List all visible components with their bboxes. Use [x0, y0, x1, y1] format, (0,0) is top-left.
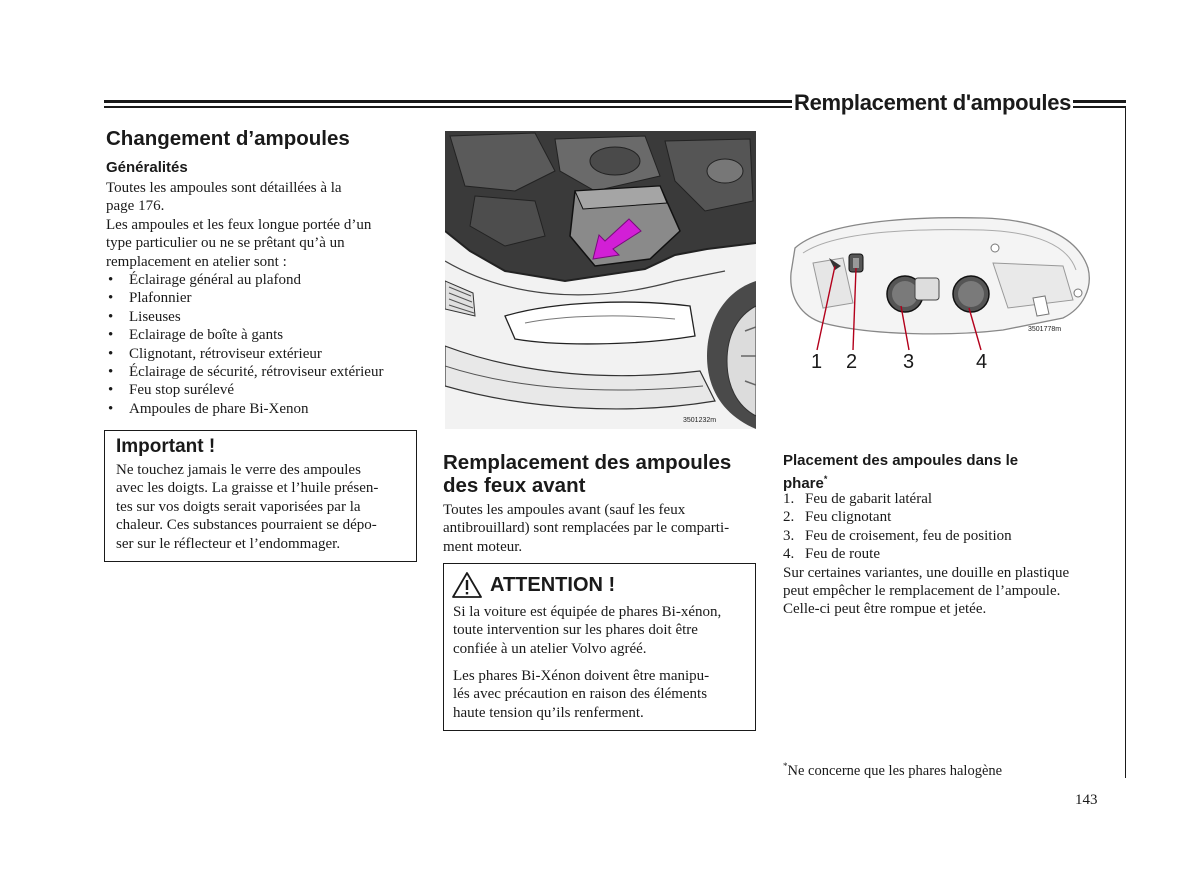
engine-bay-illustration: [445, 131, 756, 429]
note-line: Sur certaines variantes, une douille en …: [783, 564, 1070, 581]
list-item: Eclairage de boîte à gants: [106, 326, 416, 345]
left-intro: Toutes les ampoules sont détaillées à la…: [106, 179, 416, 419]
headlamp-figure: 3501778m 1 2 3 4: [783, 208, 1103, 380]
warning-triangle-icon: [452, 572, 482, 598]
attention-line: haute tension qu’ils renferment.: [453, 704, 644, 721]
figure-code: 3501232m: [683, 417, 717, 424]
important-title: Important !: [116, 436, 216, 457]
headlamp-illustration: [790, 217, 1090, 351]
title-line: Placement des ampoules dans le: [783, 452, 1019, 469]
right-body: 1.Feu de gabarit latéral 2.Feu clignotan…: [783, 490, 1103, 619]
callout-1: 1: [811, 351, 823, 373]
attention-text-2: Les phares Bi-Xénon doivent être manipu-…: [453, 667, 751, 722]
intro-line: type particulier ou ne se prêtant qu’à u…: [106, 235, 345, 252]
header-title: Remplacement d'ampoules: [792, 90, 1074, 116]
footnote-mark: *: [783, 761, 788, 771]
title-line: Remplacement des ampoules: [443, 451, 732, 474]
body-line: antibrouillard) sont remplacées par le c…: [443, 520, 730, 537]
list-item: Clignotant, rétroviseur extérieur: [106, 345, 416, 364]
bulb-list: Éclairage général au plafond Plafonnier …: [106, 271, 416, 419]
attention-title: ATTENTION !: [490, 574, 616, 596]
list-item: 3.Feu de croisement, feu de position: [783, 527, 1012, 544]
engine-bay-figure: 3501232m: [445, 131, 756, 429]
page-number: 143: [1075, 792, 1098, 808]
callout-4: 4: [976, 351, 988, 373]
important-line: tes sur vos doigts serait vaporisées par…: [116, 498, 361, 515]
list-item: Ampoules de phare Bi-Xenon: [106, 400, 416, 419]
important-text: Ne touchez jamais le verre des ampoules …: [116, 461, 412, 553]
left-section-title: Changement d’ampoules: [106, 127, 350, 150]
header-rule-bottom: [104, 106, 1126, 108]
attention-box: ATTENTION ! Si la voiture est équipée de…: [443, 563, 756, 731]
intro-line: page 176.: [106, 198, 165, 215]
list-item: 4.Feu de route: [783, 546, 880, 563]
important-line: chaleur. Ces substances pourraient se dé…: [116, 517, 377, 534]
list-item: Plafonnier: [106, 289, 416, 308]
list-item: Liseuses: [106, 308, 416, 327]
attention-line: toute intervention sur les phares doit ê…: [453, 622, 698, 639]
title-line: des feux avant: [443, 474, 586, 497]
important-line: Ne touchez jamais le verre des ampoules: [116, 462, 361, 478]
list-item: 1.Feu de gabarit latéral: [783, 491, 933, 507]
list-item: Éclairage de sécurité, rétroviseur extér…: [106, 363, 416, 382]
footnote: *Ne concerne que les phares halogène: [783, 761, 1003, 779]
right-subtitle: Placement des ampoules dans le phare*: [783, 452, 1103, 493]
header-rule-top: [104, 100, 1126, 103]
important-line: avec les doigts. La graisse et l’huile p…: [116, 480, 379, 497]
intro-line: Toutes les ampoules sont détaillées à la: [106, 180, 342, 196]
list-item: Éclairage général au plafond: [106, 271, 416, 290]
attention-line: confiée à un atelier Volvo agréé.: [453, 640, 647, 657]
title-line: phare*: [783, 474, 828, 492]
body-line: ment moteur.: [443, 538, 523, 555]
note-line: peut empêcher le remplacement de l’ampou…: [783, 583, 1061, 600]
bulb-position-list: 1.Feu de gabarit latéral 2.Feu clignotan…: [783, 490, 1103, 564]
body-line: Toutes les ampoules avant (sauf les feux: [443, 502, 686, 518]
important-box: Important ! Ne touchez jamais le verre d…: [104, 430, 417, 562]
list-item: 2.Feu clignotant: [783, 509, 892, 526]
left-subtitle: Généralités: [106, 159, 188, 176]
attention-line: lés avec précaution en raison des élémen…: [453, 686, 708, 703]
callout-3: 3: [903, 351, 915, 373]
attention-line: Les phares Bi-Xénon doivent être manipu-: [453, 668, 710, 684]
page-right-rule: [1125, 108, 1126, 778]
note-line: Celle-ci peut être rompue et jetée.: [783, 601, 987, 618]
intro-line: remplacement en atelier sont :: [106, 253, 287, 270]
middle-section-title: Remplacement des ampoules des feux avant: [443, 451, 731, 497]
attention-line: Si la voiture est équipée de phares Bi-x…: [453, 604, 722, 620]
middle-body: Toutes les ampoules avant (sauf les feux…: [443, 501, 755, 556]
callout-2: 2: [846, 351, 858, 373]
figure-code: 3501778m: [1028, 326, 1062, 333]
intro-line: Les ampoules et les feux longue portée d…: [106, 216, 372, 233]
asterisk-mark: *: [823, 474, 828, 484]
attention-text-1: Si la voiture est équipée de phares Bi-x…: [453, 603, 751, 658]
important-line: ser sur le réflecteur et l’endommager.: [116, 535, 341, 552]
list-item: Feu stop surélevé: [106, 381, 416, 400]
